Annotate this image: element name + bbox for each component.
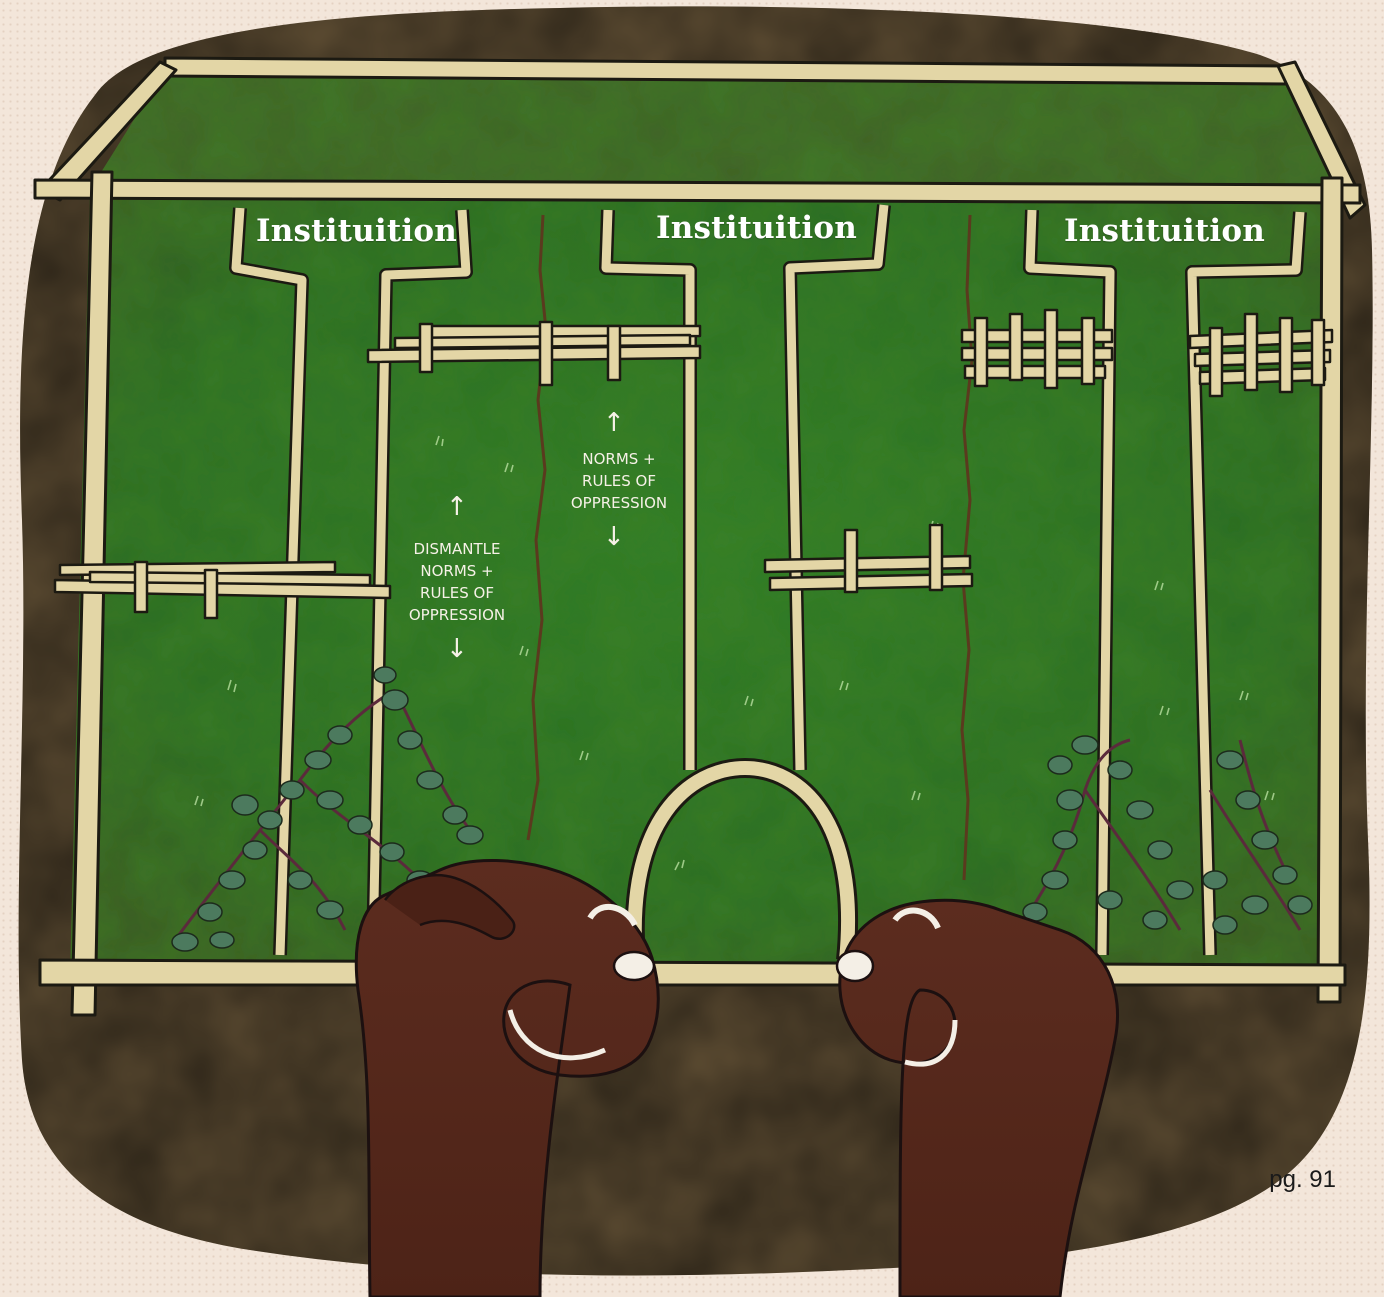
down-arrow-icon: ↓: [603, 524, 625, 550]
moss-wall: [70, 70, 1340, 975]
dismantle-note: DISMANTLE NORMS + RULES OF OPPRESSION: [392, 538, 522, 626]
down-arrow-icon: ↓: [446, 636, 468, 662]
up-arrow-icon: ↑: [446, 494, 468, 520]
up-arrow-icon: ↑: [603, 410, 625, 436]
institution-label-right: Instituition: [1064, 213, 1265, 249]
page-number: pg. 91: [1269, 1166, 1336, 1194]
institution-label-center: Instituition: [656, 210, 857, 246]
institution-label-left: Instituition: [256, 213, 457, 249]
norms-note: NORMS + RULES OF OPPRESSION: [552, 448, 686, 514]
